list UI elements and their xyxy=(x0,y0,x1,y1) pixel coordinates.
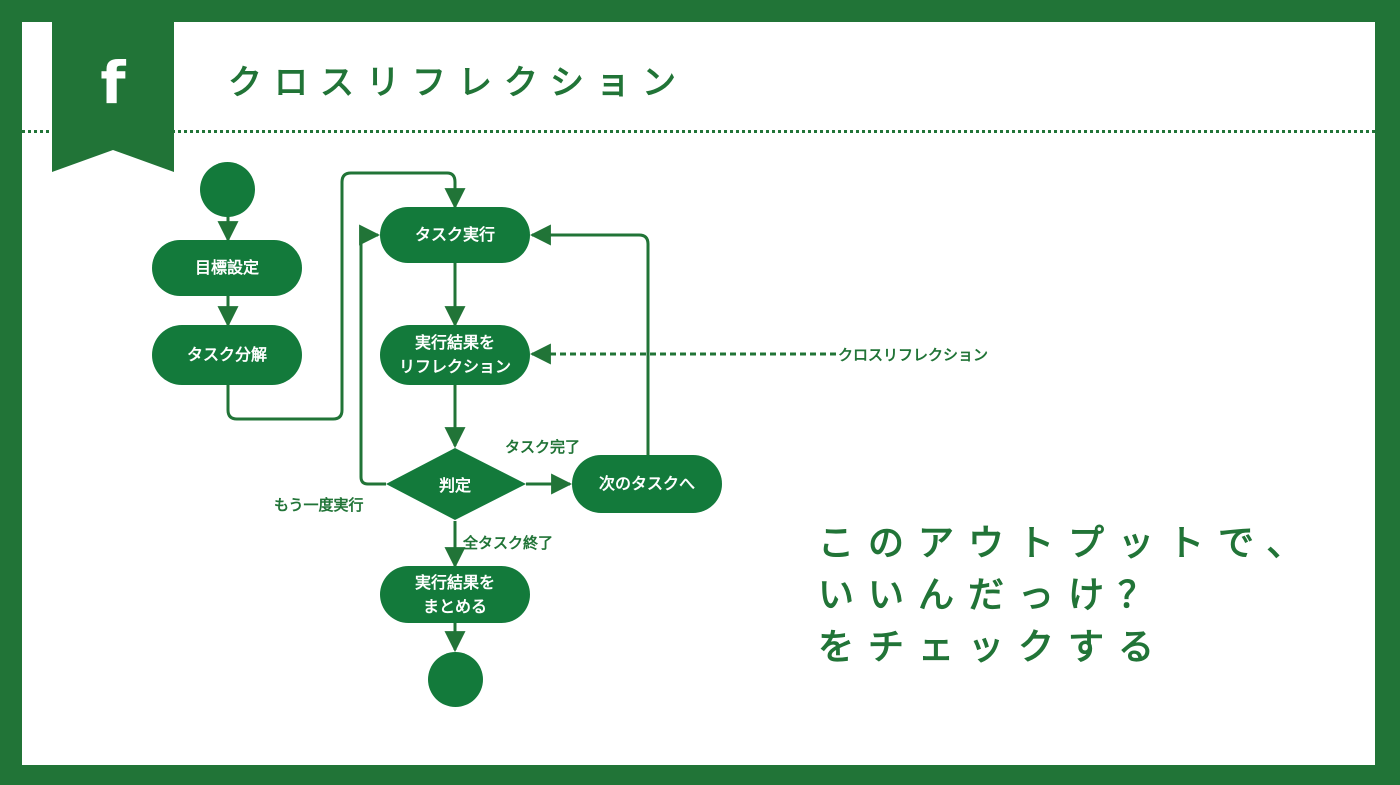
bookmark-ribbon xyxy=(52,0,174,172)
task-done-label: タスク完了 xyxy=(505,438,581,456)
next-task-node: 次のタスクへ xyxy=(572,455,722,513)
edge-next-to-execution xyxy=(529,224,650,455)
reflection-node: 実行結果を リフレクション xyxy=(380,325,530,385)
check-message-line1: このアウトプットで、 xyxy=(818,523,1317,564)
slide-canvas xyxy=(22,22,1375,765)
ribbon-letter: f xyxy=(100,49,126,117)
title-divider xyxy=(22,130,1375,133)
edge-breakdown-to-execution xyxy=(226,171,466,421)
reflection-node-line2: リフレクション xyxy=(398,357,511,376)
summary-node: 実行結果を まとめる xyxy=(380,566,530,623)
task-execution-node: タスク実行 xyxy=(380,207,530,263)
reflection-node-line1: 実行結果を xyxy=(414,333,495,352)
goal-setting-node: 目標設定 xyxy=(152,240,302,296)
check-message: このアウトプットで、 いいんだっけ？ をチェックする xyxy=(818,518,1317,674)
all-done-label: 全タスク終了 xyxy=(463,534,554,552)
check-message-line3: をチェックする xyxy=(818,627,1169,668)
cross-reflection-label: クロスリフレクション xyxy=(838,346,989,364)
check-message-line2: いいんだっけ？ xyxy=(818,575,1169,616)
judgement-label: 判定 xyxy=(438,476,471,495)
summary-node-line2: まとめる xyxy=(422,596,487,616)
start-node xyxy=(200,162,255,217)
end-node xyxy=(428,652,483,707)
edge-retry-to-execution xyxy=(359,224,386,486)
retry-label: もう一度実行 xyxy=(274,496,364,514)
task-breakdown-node: タスク分解 xyxy=(152,325,302,385)
summary-node-line1: 実行結果を xyxy=(414,572,495,592)
page-title: クロスリフレクション xyxy=(228,63,688,103)
judgement-diamond xyxy=(386,448,526,520)
